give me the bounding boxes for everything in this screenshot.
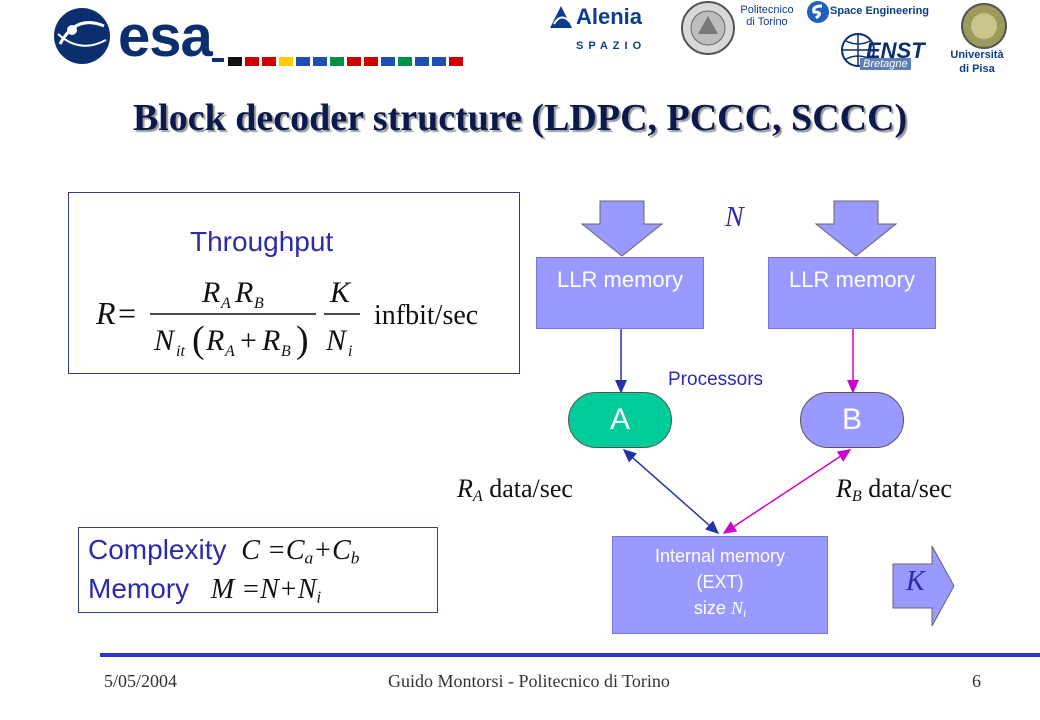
- footer-page-number: 6: [972, 671, 981, 691]
- internal-memory-ext: (EXT): [696, 572, 744, 592]
- memory-formula: M =N+Ni: [196, 574, 322, 607]
- svg-text:A: A: [224, 343, 235, 360]
- svg-text:R: R: [205, 324, 224, 357]
- processor-b: B: [800, 392, 904, 448]
- enst-globe-icon: [841, 33, 875, 67]
- member-flags: [228, 57, 463, 66]
- complexity-box: [78, 527, 438, 613]
- svg-text:B: B: [254, 295, 264, 312]
- complexity-label: Complexity: [88, 534, 227, 565]
- svg-text:R: R: [201, 276, 220, 309]
- complexity-line: Complexity C =Ca+Cb: [88, 534, 359, 568]
- svg-text:(: (: [192, 319, 205, 361]
- processor-a: A: [568, 392, 672, 448]
- rate-a-label: RA data/sec: [457, 474, 573, 506]
- svg-text:it: it: [176, 343, 185, 360]
- throughput-label: Throughput: [190, 226, 334, 257]
- llr-memory-b: LLR memory: [768, 257, 936, 329]
- svg-text:N: N: [153, 324, 176, 357]
- enst-bretagne-text: Bretagne: [860, 58, 911, 70]
- svg-text:R: R: [234, 276, 253, 309]
- flag-icon: [347, 57, 361, 66]
- slide-title: Block decoder structure (LDPC, PCCC, SCC…: [132, 97, 908, 139]
- esa-globe-icon: [54, 8, 110, 64]
- proc-b-memory-arrow: [722, 449, 852, 534]
- flag-icon: [415, 57, 429, 66]
- svg-text:A: A: [220, 295, 231, 312]
- input-arrow-b: [814, 200, 898, 257]
- pisa-seal-icon: [961, 3, 1007, 49]
- block-length-label: N: [725, 202, 744, 233]
- space-engineering-logo: Space Engineering: [830, 5, 930, 17]
- svg-text:+: +: [240, 324, 257, 357]
- flag-icon: [364, 57, 378, 66]
- flag-icon: [313, 57, 327, 66]
- rate-b-unit: data/sec: [868, 474, 952, 503]
- footer-author: Guido Montorsi - Politecnico di Torino: [388, 671, 670, 691]
- flag-icon: [330, 57, 344, 66]
- rate-a-unit: data/sec: [489, 474, 573, 503]
- flag-icon: [449, 57, 463, 66]
- alenia-spazio-text: SPAZIO: [576, 40, 647, 52]
- proc-a-memory-arrow: [622, 449, 720, 534]
- rate-b-label: RB data/sec: [836, 474, 952, 506]
- alenia-logo: Alenia: [576, 4, 643, 29]
- output-arrow: [892, 545, 955, 627]
- space-engineering-icon: [807, 1, 829, 23]
- internal-memory-size-label: size: [693, 598, 726, 618]
- esa-logo: esa: [118, 4, 213, 69]
- throughput-box: [68, 192, 520, 374]
- flag-icon: [381, 57, 395, 66]
- flag-icon: [279, 57, 293, 66]
- svg-text:K: K: [329, 276, 352, 309]
- footer-divider: [100, 653, 1040, 657]
- footer-date: 5/05/2004: [104, 671, 178, 691]
- svg-text:=: =: [118, 295, 136, 331]
- internal-memory-block: Internal memory (EXT) size Ni: [612, 536, 828, 634]
- flag-icon: [228, 57, 242, 66]
- alenia-logo-icon: [550, 6, 572, 28]
- llr-memory-a: LLR memory: [536, 257, 704, 329]
- flag-icon: [262, 57, 276, 66]
- memory-label: Memory: [88, 573, 190, 604]
- processors-label: Processors: [668, 369, 764, 390]
- svg-text:B: B: [281, 343, 291, 360]
- complexity-formula: C =Ca+Cb: [234, 535, 360, 568]
- memory-line: Memory M =N+Ni: [88, 573, 321, 607]
- esa-underline: [212, 58, 224, 62]
- input-arrow-a: [580, 200, 664, 257]
- polito-seal-icon: [681, 1, 735, 55]
- svg-text:i: i: [348, 343, 352, 360]
- throughput-formula: R = R A R B N it ( R A + R B ) K N i inf…: [95, 276, 478, 361]
- throughput-unit: infbit/sec: [374, 300, 478, 331]
- flag-icon: [432, 57, 446, 66]
- svg-text:N: N: [325, 324, 348, 357]
- output-k-label: K: [906, 566, 925, 597]
- svg-text:R: R: [95, 295, 116, 331]
- polito-logo: Politecnico di Torino: [740, 4, 794, 28]
- flag-icon: [296, 57, 310, 66]
- flag-icon: [398, 57, 412, 66]
- internal-memory-size-line: size Ni: [693, 598, 747, 620]
- pisa-logo: Università di Pisa: [950, 49, 1004, 75]
- svg-text:): ): [296, 319, 309, 361]
- flag-icon: [245, 57, 259, 66]
- svg-text:R: R: [261, 324, 280, 357]
- internal-memory-title: Internal memory: [654, 546, 786, 566]
